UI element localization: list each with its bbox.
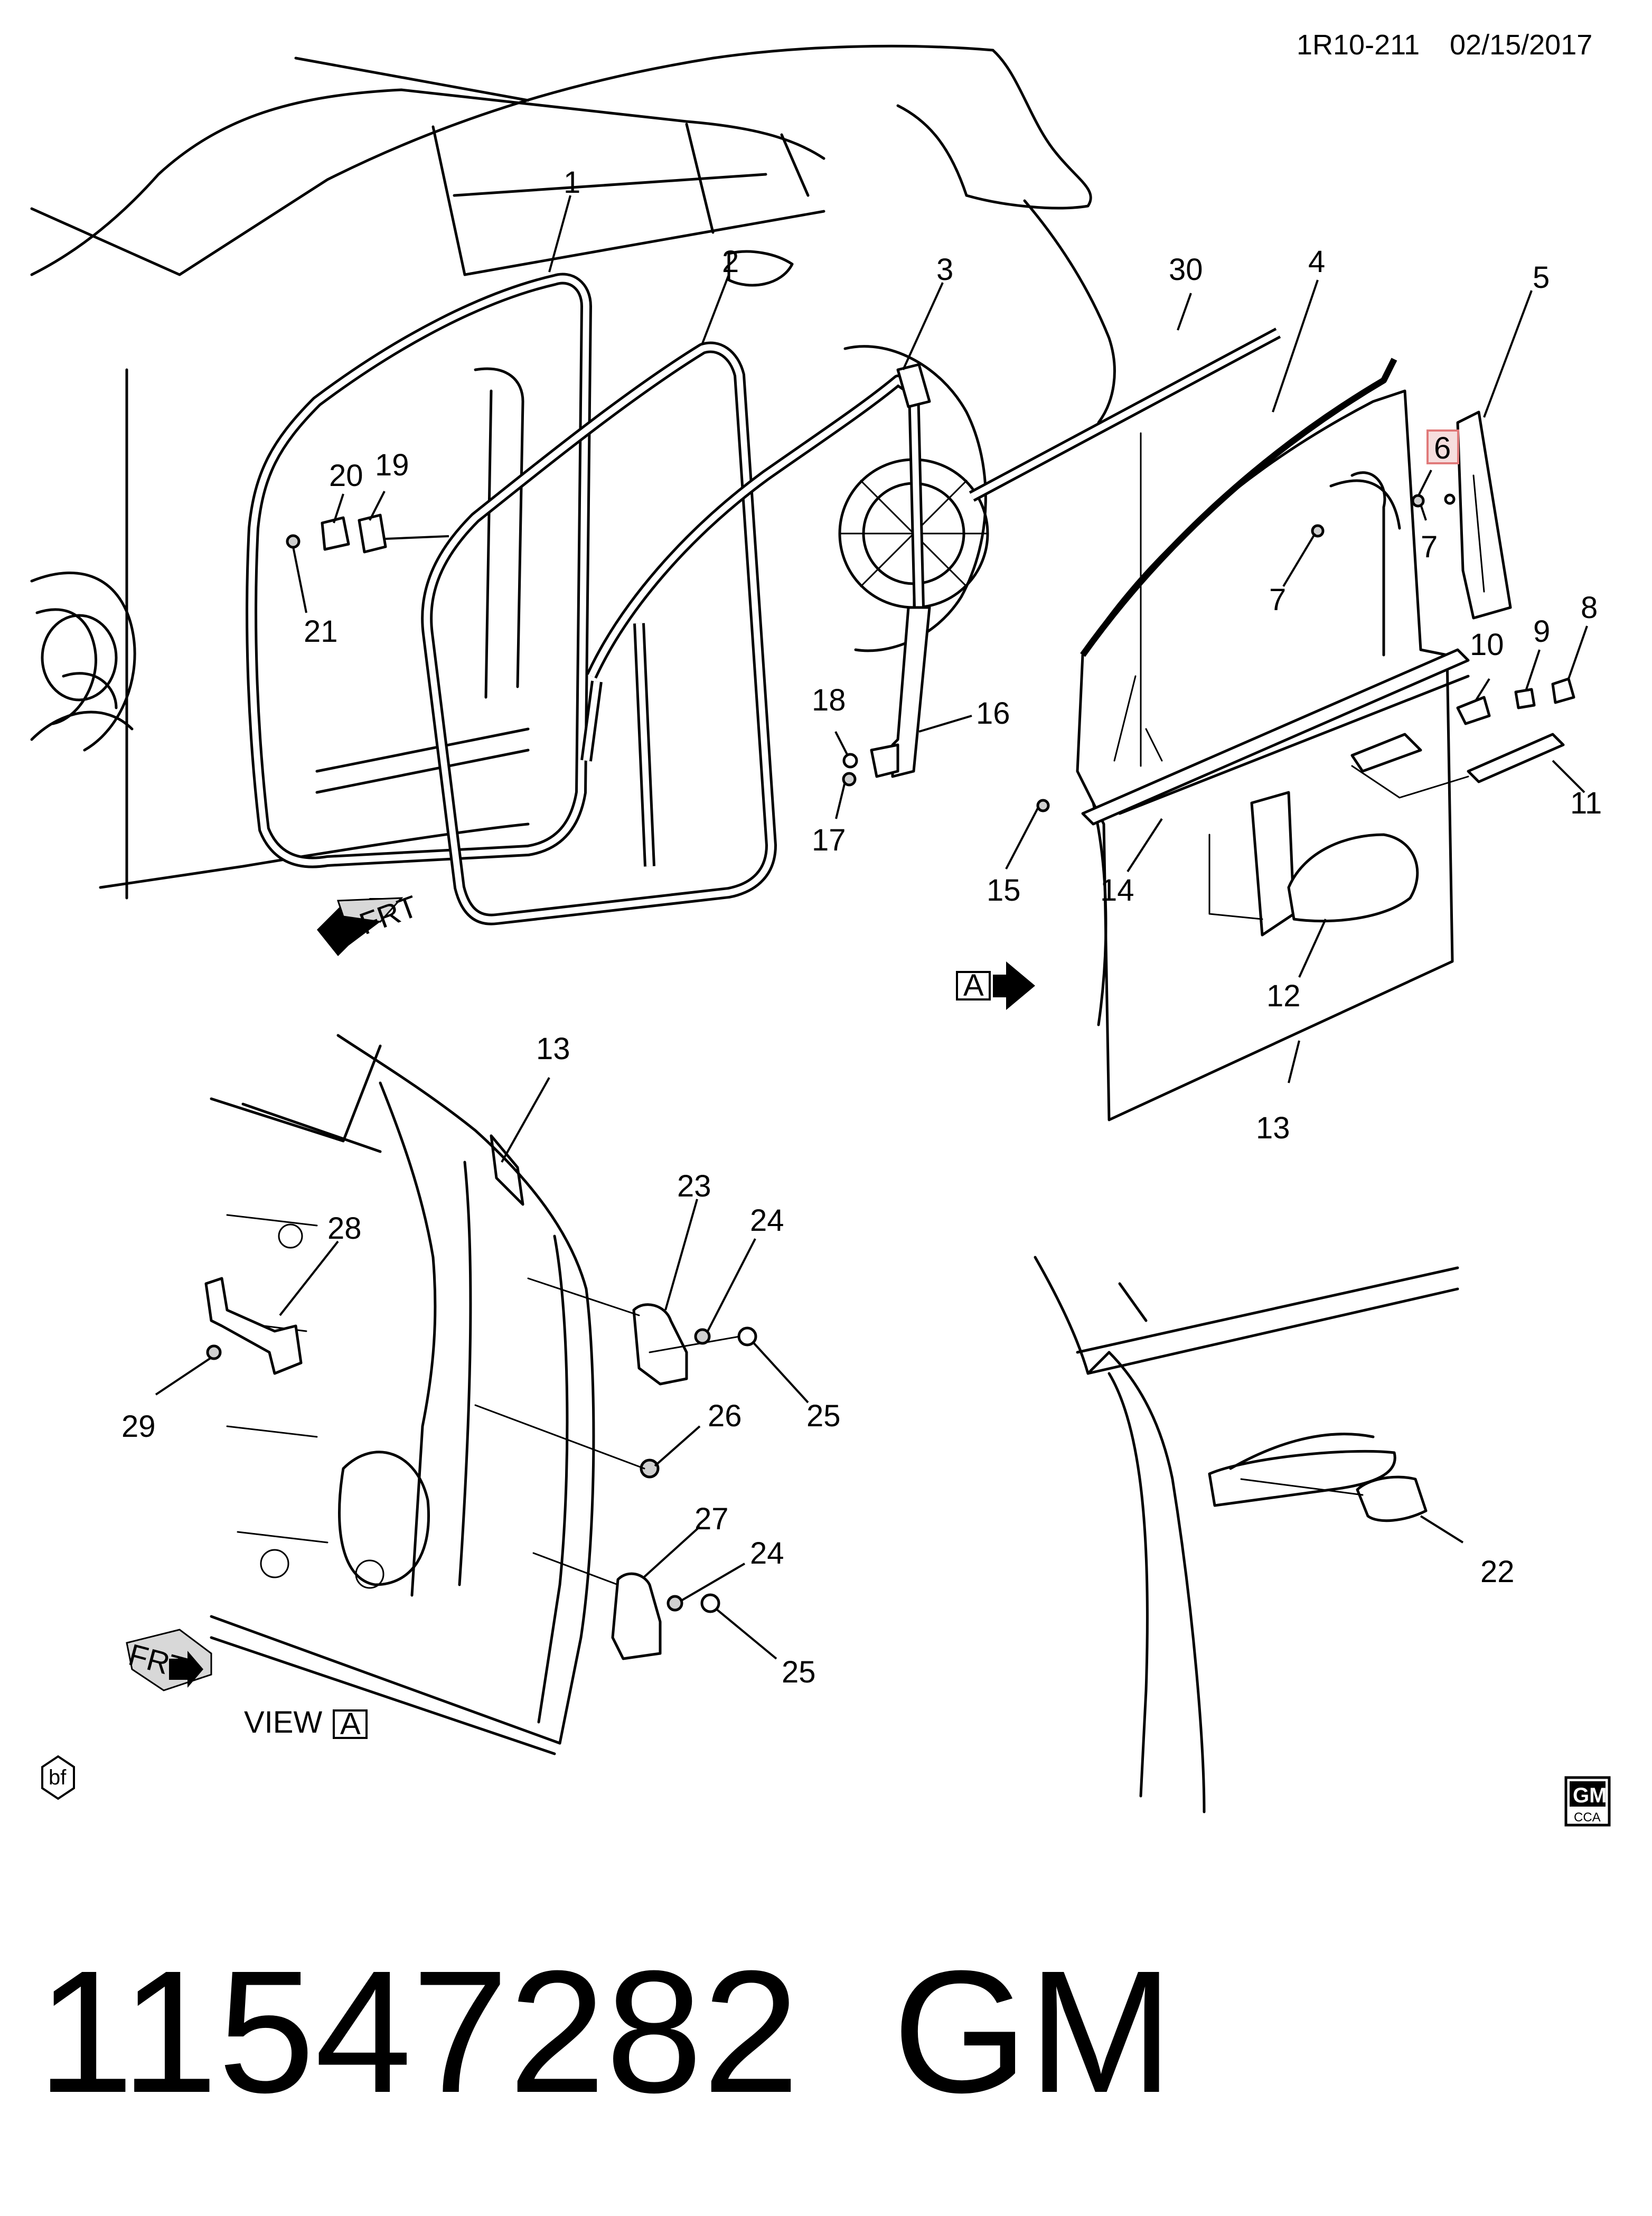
part-14-belt-molding (1081, 648, 1470, 826)
callout-28: 28 (327, 1211, 362, 1246)
car-body-outline (30, 44, 1116, 900)
frt-arrow-upper: FRT (317, 889, 422, 956)
bf-badge: bf (41, 1755, 75, 1800)
part-26-nut (640, 1458, 660, 1479)
part-21-screw (286, 534, 301, 549)
callout-10: 10 (1470, 628, 1504, 662)
part-28-check-link (204, 1277, 303, 1375)
part-16-bracket (842, 606, 931, 787)
handle-detail (1034, 1256, 1459, 1813)
callout-12: 12 (1266, 979, 1301, 1013)
callout-15: 15 (987, 873, 1021, 908)
part-17-bolt (842, 772, 857, 787)
gm-badge-text: GM (1573, 1784, 1607, 1807)
callout-2: 2 (722, 245, 739, 279)
callout-23: 23 (677, 1169, 711, 1203)
callout-16: 16 (976, 696, 1010, 731)
part-9-cylinder (1514, 688, 1536, 709)
callout-25-upper: 25 (806, 1399, 841, 1433)
part-3-glass-run-channel (580, 363, 931, 867)
part-18-nut (842, 753, 858, 769)
callout-1: 1 (564, 165, 580, 200)
callout-14: 14 (1100, 873, 1134, 908)
part-25-bolt-lower (700, 1593, 720, 1613)
callout-18: 18 (812, 683, 846, 717)
callout-9: 9 (1533, 614, 1550, 649)
part-22-handle-cap (1356, 1475, 1428, 1522)
callout-4: 4 (1308, 245, 1325, 279)
callout-6: 6 (1434, 431, 1451, 465)
callout-5: 5 (1533, 260, 1550, 295)
part-5-applique (1456, 410, 1512, 620)
view-a-label-letter: A (340, 1707, 361, 1741)
callout-25-lower: 25 (782, 1655, 816, 1689)
callout-17: 17 (812, 823, 846, 857)
header: 1R10-211 02/15/2017 (1297, 29, 1592, 61)
part-24-bolt-lower (667, 1595, 683, 1612)
callouts: 1 2 3 30 4 5 6 7 7 8 9 10 11 12 13 14 15… (121, 165, 1602, 1689)
callout-21: 21 (304, 614, 338, 649)
part-27-lower-hinge (611, 1572, 662, 1660)
callout-27: 27 (694, 1502, 729, 1536)
callout-7-right: 7 (1421, 530, 1438, 564)
callout-19: 19 (375, 448, 409, 482)
part-11-handle (1467, 733, 1565, 783)
part-19-clip (358, 513, 387, 554)
bf-badge-text: bf (49, 1766, 67, 1789)
gm-badge: GM CCA (1564, 1776, 1611, 1827)
part-1-weatherstrip (246, 273, 592, 868)
callout-3: 3 (936, 253, 953, 287)
callout-8: 8 (1581, 591, 1598, 625)
parts-19-20-21 (286, 513, 449, 554)
diagram-code: 1R10-211 (1297, 29, 1420, 61)
part-12-mirror (1287, 833, 1419, 923)
part-20-clip (321, 516, 350, 551)
callout-20: 20 (329, 459, 363, 493)
callout-30: 30 (1169, 253, 1203, 287)
callout-26: 26 (708, 1399, 742, 1433)
part-number: 11547282 (37, 1934, 800, 2129)
cca-badge-text: CCA (1574, 1810, 1601, 1825)
part-2-weatherstrip (421, 341, 777, 925)
view-a-arrow-letter: A (963, 968, 984, 1003)
callout-7-left: 7 (1269, 583, 1286, 617)
callout-22: 22 (1480, 1555, 1515, 1589)
part-8-cap (1551, 677, 1575, 704)
part-24-bolt-upper (694, 1328, 711, 1345)
view-a-drawing (204, 1034, 757, 1755)
part-12-mirror-base (1250, 791, 1296, 937)
diagram-date: 02/15/2017 (1450, 29, 1592, 61)
callout-13-upper: 13 (1256, 1111, 1290, 1145)
brand-name: GM (893, 1934, 1174, 2129)
callout-11: 11 (1570, 786, 1602, 820)
frt-label-upper: FRT (355, 889, 422, 941)
frt-arrow-lower: FRT (125, 1629, 212, 1691)
callout-6-highlight (1426, 429, 1459, 464)
door-assembly (969, 328, 1575, 1121)
part-29-bolt (206, 1344, 222, 1360)
view-a-label: VIEW A (244, 1705, 368, 1741)
view-a-arrow: A (956, 961, 1035, 1010)
callout-29: 29 (121, 1409, 156, 1444)
view-a-label-text: VIEW (244, 1705, 322, 1740)
callout-13-lower: 13 (536, 1032, 570, 1066)
callout-24-lower: 24 (750, 1536, 784, 1570)
callout-24-upper: 24 (750, 1203, 784, 1238)
part-23-upper-hinge (632, 1303, 688, 1386)
part-10-bezel (1456, 696, 1491, 725)
